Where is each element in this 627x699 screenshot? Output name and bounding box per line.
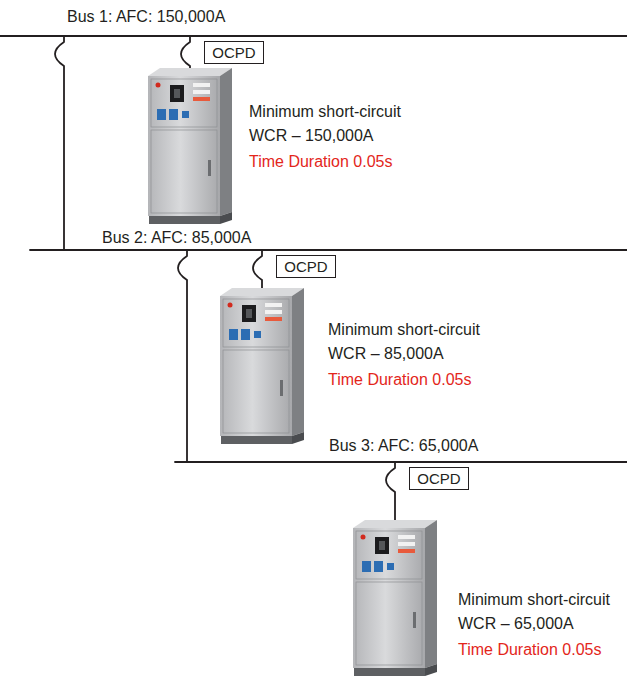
transfer-switch (148, 68, 232, 224)
rating-note: Minimum short-circuit WCR – 150,000A (249, 100, 414, 148)
device-box: OCPD (409, 467, 469, 490)
device-label: OCPD (284, 258, 327, 275)
bus-bar (30, 249, 627, 251)
duration-note: Time Duration 0.05s (249, 150, 392, 174)
device-label: OCPD (212, 44, 255, 61)
transfer-switch (353, 520, 437, 676)
duration-note: Time Duration 0.05s (328, 368, 471, 392)
bus-label: Bus 3: AFC: 65,000A (327, 437, 480, 455)
bus-bar (0, 35, 627, 37)
breaker-feeder (178, 250, 187, 462)
duration-note: Time Duration 0.05s (458, 638, 601, 662)
breaker-feeder (181, 36, 190, 71)
bus-label: Bus 2: AFC: 85,000A (100, 229, 253, 247)
breaker-feeder (55, 36, 64, 250)
rating-note: Minimum short-circuit WCR – 85,000A (328, 318, 493, 366)
breaker-feeder (253, 250, 262, 291)
device-box: OCPD (276, 255, 336, 278)
rating-note: Minimum short-circuit WCR – 65,000A (458, 588, 623, 636)
bus-bar (175, 461, 627, 463)
bus-label: Bus 1: AFC: 150,000A (65, 8, 227, 26)
breaker-feeder (386, 462, 395, 523)
device-label: OCPD (417, 470, 460, 487)
device-box: OCPD (204, 41, 264, 64)
transfer-switch (220, 288, 304, 444)
